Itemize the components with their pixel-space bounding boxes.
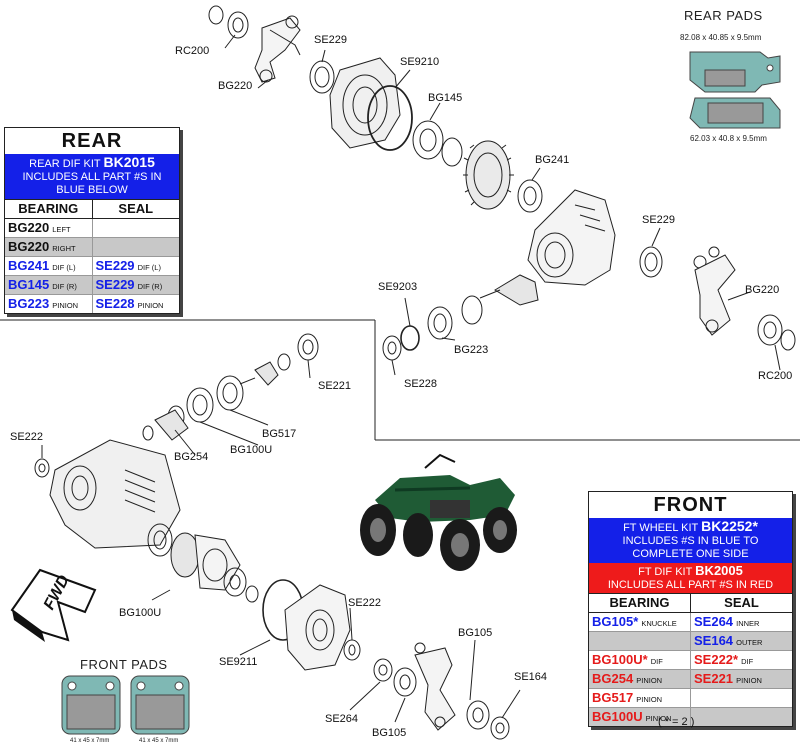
table-row: BG100U* DIF SE222* DIF [589, 651, 792, 670]
rear-knuckle-right [693, 246, 736, 336]
rear-parts-table: REAR REAR DIF KIT BK2015 INCLUDES ALL PA… [4, 127, 180, 314]
label-se221: SE221 [318, 380, 352, 392]
label-bg241: BG241 [535, 154, 570, 166]
label-se222-left: SE222 [10, 431, 44, 443]
label-se9210: SE9210 [400, 56, 440, 68]
label-bg100u-lower: BG100U [119, 607, 162, 619]
front-wheel-kit-code: BK2252* [701, 518, 758, 534]
rear-pads-illustration [689, 51, 781, 129]
atv-image [355, 453, 520, 571]
front-pads-dim-left: 41 x 45 x 7mm [70, 738, 110, 744]
label-se164: SE164 [514, 671, 548, 683]
table-row: BG100U PINION [589, 708, 792, 726]
label-se228: SE228 [404, 378, 438, 390]
label-bg517: BG517 [262, 428, 297, 440]
front-housing [49, 439, 181, 549]
front-dif-kit-code: BK2005 [695, 563, 743, 578]
label-bg100u-upper: BG100U [230, 444, 273, 456]
front-differential [170, 532, 241, 591]
front-knuckle [414, 642, 456, 731]
rear-pads-title: REAR PADS [684, 8, 763, 23]
table-row: BG145 DIF (R) SE229 DIF (R) [5, 276, 179, 295]
front-dif-kit-banner: FT DIF KIT BK2005 INCLUDES ALL PART #S I… [589, 563, 792, 593]
table-row: BG241 DIF (L) SE229 DIF (L) [5, 257, 179, 276]
label-rc200-right: RC200 [758, 370, 793, 382]
table-row: BG220 LEFT [5, 219, 179, 238]
table-row: BG254 PINION SE221 PINION [589, 670, 792, 689]
rear-knuckle-left [208, 5, 301, 83]
front-pads-dim-right: 41 x 45 x 7mm [139, 738, 179, 744]
label-bg220-top: BG220 [218, 80, 253, 92]
front-wheel-kit-banner: FT WHEEL KIT BK2252* INCLUDES #S IN BLUE… [589, 518, 792, 563]
rear-pads-dim-top: 82.08 x 40.85 x 9.5mm [680, 33, 762, 42]
table-row: BG220 RIGHT [5, 238, 179, 257]
label-se9203: SE9203 [378, 281, 418, 293]
rear-kit-banner: REAR DIF KIT BK2015 INCLUDES ALL PART #S… [5, 154, 179, 199]
rear-pads-dim-bottom: 62.03 x 40.8 x 9.5mm [690, 134, 767, 143]
label-se264: SE264 [325, 713, 359, 725]
table-row: BG223 PINION SE228 PINION [5, 295, 179, 313]
label-bg220-right: BG220 [745, 284, 780, 296]
table-row: SE164 OUTER [589, 632, 792, 651]
front-pads-illustration [61, 675, 190, 735]
label-se9211: SE9211 [219, 656, 258, 668]
table-row: BG517 PINION [589, 689, 792, 708]
front-table-footnote: ( * = 2 ) [658, 716, 695, 728]
front-pads-title: FRONT PADS [80, 657, 168, 672]
label-rc200-top: RC200 [175, 45, 210, 57]
label-se222-mid: SE222 [348, 597, 382, 609]
fwd-arrow: FWD [10, 568, 97, 642]
label-bg145: BG145 [428, 92, 463, 104]
label-se229-mid: SE229 [642, 214, 676, 226]
rear-table-title: REAR [5, 128, 179, 154]
front-parts-table: FRONT FT WHEEL KIT BK2252* INCLUDES #S I… [588, 491, 793, 727]
label-bg254: BG254 [174, 451, 209, 463]
front-table-title: FRONT [589, 492, 792, 518]
label-bg105-bottom: BG105 [372, 727, 407, 739]
rear-ring-gear [463, 140, 514, 210]
rear-kit-code: BK2015 [103, 154, 155, 170]
label-bg105-right: BG105 [458, 627, 493, 639]
label-bg223: BG223 [454, 344, 489, 356]
label-se229-top: SE229 [314, 34, 348, 46]
table-row: BG105* KNUCKLE SE264 INNER [589, 613, 792, 632]
